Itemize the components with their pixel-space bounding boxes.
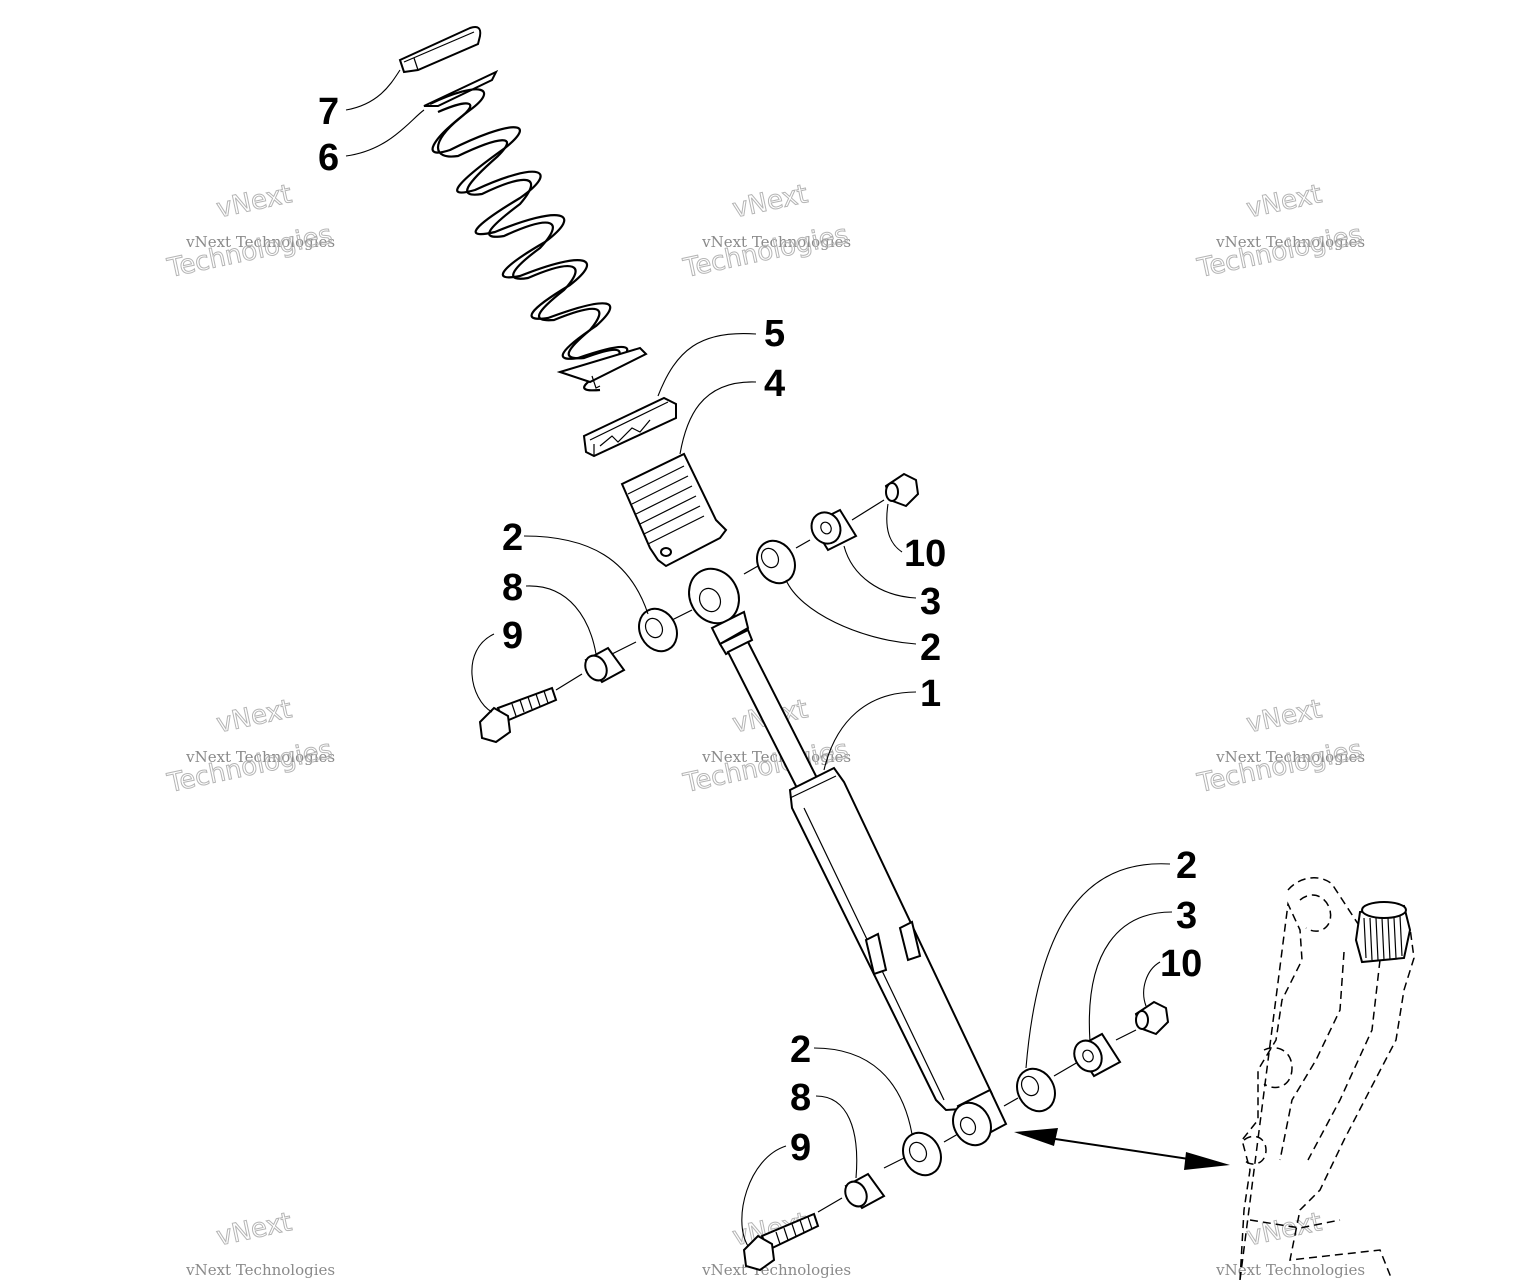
watermark-line1: vNext	[1244, 179, 1325, 224]
part-2-bushing-bottom-left	[902, 1131, 942, 1177]
callout-2-bottom-left: 2	[790, 1029, 811, 1071]
watermark-line3: Technologies	[164, 735, 335, 799]
callout-5: 5	[764, 313, 785, 355]
callout-6: 6	[318, 137, 339, 179]
watermark-line2: vNext Technologies	[1215, 1261, 1365, 1279]
part-5-spring-keeper	[582, 396, 677, 458]
steering-knuckle-reference	[1239, 877, 1415, 1281]
callout-3-top: 3	[920, 581, 941, 623]
callout-10-top: 10	[904, 533, 946, 575]
watermark-line2: vNext Technologies	[185, 233, 335, 251]
watermark-line2: vNext Technologies	[1215, 233, 1365, 251]
part-6-coil-spring	[423, 69, 648, 392]
watermarks: vNext vNext Technologies Technologies vN…	[164, 179, 1366, 1279]
part-7-spring-retainer	[398, 26, 482, 74]
callout-9-top: 9	[502, 615, 523, 657]
watermark: vNext vNext Technologies Technologies	[164, 694, 336, 800]
part-2-bushing-top-right	[756, 539, 796, 585]
callout-2-top-left: 2	[502, 517, 523, 559]
callout-10-bottom: 10	[1160, 943, 1202, 985]
watermark: vNext vNext Technologies Technologies	[680, 179, 852, 285]
direction-arrow	[1014, 1128, 1230, 1170]
watermark-line1: vNext	[1244, 694, 1325, 739]
watermark: vNext vNext Technologies Technologies	[1194, 179, 1366, 285]
watermark: vNext vNext Technologies Technologies	[1194, 694, 1366, 800]
part-8-sleeve-top	[584, 646, 626, 684]
watermark-line1: vNext	[730, 179, 811, 224]
callout-3-bottom: 3	[1176, 895, 1197, 937]
watermark-line2: vNext Technologies	[701, 233, 851, 251]
callout-7: 7	[318, 91, 339, 133]
leader-lines	[345, 69, 1173, 1247]
part-10-top-nut	[884, 472, 920, 508]
callout-9-bottom: 9	[790, 1127, 811, 1169]
callout-2-bottom-right: 2	[1176, 845, 1197, 887]
watermark: vNext vNext Technologies	[1215, 1207, 1365, 1279]
watermark-line2: vNext Technologies	[1215, 748, 1365, 766]
watermark-line1: vNext	[214, 1207, 295, 1252]
part-2-bushing-bottom-right	[1016, 1067, 1056, 1113]
part-4-bump-stop	[620, 452, 728, 568]
callout-numbers: 7 6 5 4 10 3 2 2 8 9 1 2 3 10 2 8 9	[318, 91, 1202, 1169]
part-3-spacer-bottom	[1073, 1032, 1122, 1078]
watermark-line3: Technologies	[680, 220, 851, 284]
part-2-bushing-top-left	[638, 607, 678, 653]
callout-8-bottom: 8	[790, 1077, 811, 1119]
watermark: vNext vNext Technologies	[185, 1207, 335, 1279]
watermark-line2: vNext Technologies	[701, 748, 851, 766]
watermark-line2: vNext Technologies	[185, 1261, 335, 1279]
watermark-line3: Technologies	[1194, 220, 1365, 284]
callout-1: 1	[920, 673, 941, 715]
part-3-top-spacer	[810, 508, 858, 552]
watermark: vNext vNext Technologies Technologies	[164, 179, 336, 285]
part-1-shock-absorber	[688, 567, 1008, 1147]
watermark-line2: vNext Technologies	[185, 748, 335, 766]
watermark-line3: Technologies	[164, 220, 335, 284]
watermark-line1: vNext	[214, 694, 295, 739]
part-8-sleeve-bottom	[844, 1172, 886, 1210]
part-10-nut-bottom	[1134, 1000, 1170, 1036]
part-9-bolt-top	[478, 686, 558, 744]
watermark-line2: vNext Technologies	[701, 1261, 851, 1279]
callout-4: 4	[764, 363, 785, 405]
part-9-bolt-bottom	[742, 1212, 820, 1272]
callout-8-top: 8	[502, 567, 523, 609]
watermark-line1: vNext	[1244, 1207, 1325, 1252]
watermark-line1: vNext	[214, 179, 295, 224]
watermark-line3: Technologies	[1194, 735, 1365, 799]
callout-2-top-right: 2	[920, 627, 941, 669]
